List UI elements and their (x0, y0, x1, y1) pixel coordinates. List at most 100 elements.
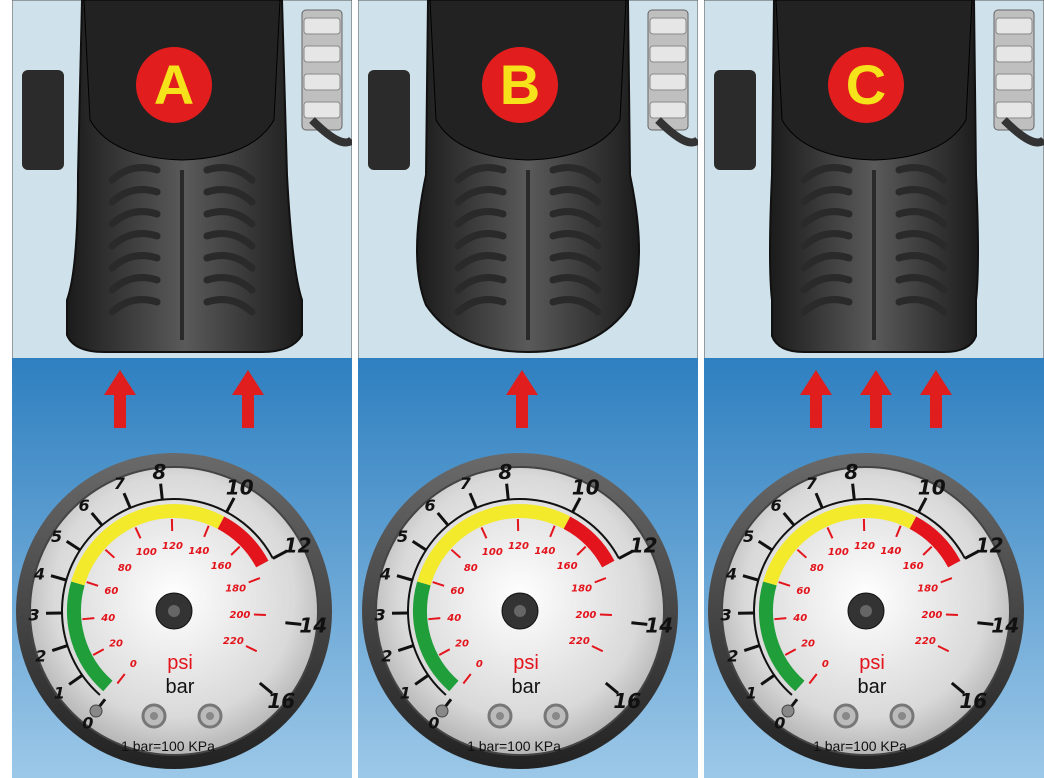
bar-tick (851, 483, 856, 500)
bar-tick-label: 3 (28, 605, 39, 624)
unit-bar-label: bar (858, 676, 887, 698)
bar-tick (814, 492, 824, 509)
bar-tick-label: 0 (428, 713, 439, 732)
bar-tick (571, 497, 582, 513)
psi-tick-label: 20 (801, 639, 815, 650)
psi-tick-label: 120 (508, 541, 529, 552)
bar-tick (505, 483, 510, 500)
psi-tick-label: 60 (104, 586, 118, 597)
bar-tick (397, 644, 414, 652)
bar-tick-label: 16 (267, 689, 295, 713)
bar-tick-label: 2 (727, 646, 738, 665)
letter-badge: C (828, 47, 904, 123)
bar-tick (631, 621, 648, 626)
psi-tick-label: 20 (455, 639, 469, 650)
psi-tick-label: 180 (917, 583, 938, 594)
bar-tick-label: 14 (991, 614, 1019, 638)
psi-tick-label: 160 (211, 561, 232, 572)
bar-tick (51, 644, 68, 652)
bar-tick (604, 681, 620, 695)
bar-tick-label: 8 (152, 460, 166, 484)
footnote-label: 1 bar=100 KPa (813, 738, 907, 754)
letter-badge: B (482, 47, 558, 123)
psi-tick-label: 220 (223, 636, 244, 647)
bar-tick-label: 1 (746, 683, 757, 702)
unit-psi-label: psi (859, 652, 885, 674)
bar-tick-label: 2 (381, 646, 392, 665)
bar-tick-label: 2 (35, 646, 46, 665)
psi-tick-label: 140 (534, 546, 555, 557)
psi-tick-label: 120 (854, 541, 875, 552)
bar-tick-label: 0 (774, 713, 785, 732)
psi-tick-label: 160 (903, 561, 924, 572)
psi-tick-label: 20 (109, 639, 123, 650)
bar-tick-label: 7 (460, 474, 472, 493)
bar-tick-label: 3 (720, 605, 731, 624)
bar-tick-label: 12 (630, 533, 658, 557)
bar-tick (436, 511, 450, 527)
psi-tick-label: 200 (922, 610, 943, 621)
psi-tick-label: 60 (450, 586, 464, 597)
badge-letter: A (154, 53, 194, 116)
unit-psi-label: psi (167, 652, 193, 674)
bar-tick-label: 6 (78, 496, 89, 515)
psi-tick-label: 100 (482, 547, 503, 558)
tire-c (769, 0, 979, 353)
bar-tick-label: 8 (498, 460, 512, 484)
psi-tick-label: 0 (130, 659, 137, 670)
bar-tick-label: 5 (743, 527, 754, 546)
bar-tick (618, 549, 634, 560)
unit-bar-label: bar (512, 676, 541, 698)
bar-tick (90, 511, 104, 527)
bar-tick-label: 0 (82, 713, 93, 732)
bar-tick-label: 16 (959, 689, 987, 713)
bar-tick (757, 540, 773, 552)
bar-tick (50, 574, 67, 582)
bar-tick (964, 549, 980, 560)
psi-tick-label: 100 (136, 547, 157, 558)
bar-tick-label: 10 (226, 475, 254, 499)
contact-arrows (104, 370, 264, 428)
bar-tick (742, 574, 759, 582)
footnote-label: 1 bar=100 KPa (121, 738, 215, 754)
bar-tick-label: 1 (400, 683, 411, 702)
badge-letter: C (846, 53, 886, 116)
psi-tick-label: 80 (118, 563, 132, 574)
psi-tick-label: 140 (880, 546, 901, 557)
bar-tick (782, 511, 796, 527)
bar-tick-label: 5 (397, 527, 408, 546)
up-arrow-icon (920, 370, 952, 428)
bar-tick (977, 621, 994, 626)
psi-tick-label: 60 (796, 586, 810, 597)
up-arrow-icon (232, 370, 264, 428)
bar-tick (68, 674, 84, 686)
bar-tick (760, 674, 776, 686)
bar-tick-label: 10 (572, 475, 600, 499)
bar-tick (122, 492, 132, 509)
psi-tick-label: 220 (569, 636, 590, 647)
psi-tick-label: 220 (915, 636, 936, 647)
bar-tick-label: 4 (725, 564, 737, 583)
psi-tick-label: 80 (464, 563, 478, 574)
bar-tick-label: 1 (54, 683, 65, 702)
bar-tick (272, 549, 288, 560)
psi-tick-label: 160 (557, 561, 578, 572)
contact-arrows (506, 370, 538, 428)
bar-tick-label: 4 (33, 564, 45, 583)
bar-tick (159, 483, 164, 500)
badge-letter: B (500, 53, 540, 116)
psi-tick-label: 100 (828, 547, 849, 558)
psi-tick-label: 0 (476, 659, 483, 670)
psi-tick-label: 80 (810, 563, 824, 574)
unit-psi-label: psi (513, 652, 539, 674)
bar-tick-label: 12 (976, 533, 1004, 557)
psi-tick-label: 40 (792, 613, 807, 624)
bar-tick (950, 681, 966, 695)
up-arrow-icon (800, 370, 832, 428)
bar-tick (917, 497, 928, 513)
bar-tick (258, 681, 274, 695)
